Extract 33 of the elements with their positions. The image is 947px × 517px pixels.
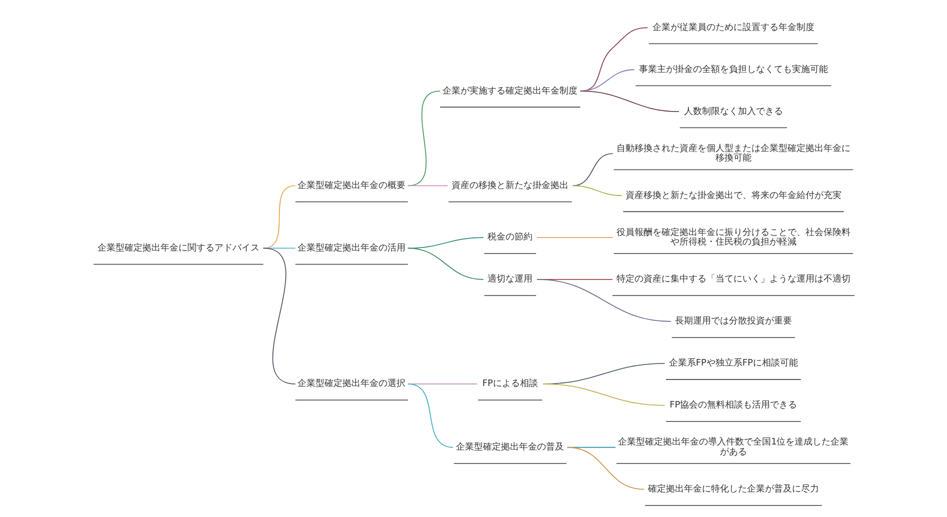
node-text: 自動移換された資産を個人型または企業型確定拠出年金に移換可能	[616, 144, 850, 164]
node-text: FP協会の無料相談も活用できる	[669, 400, 797, 411]
node-text: 適切な運用	[487, 274, 532, 285]
node-text: 特定の資産に集中する「当てにいく」ような運用は不適切	[616, 274, 850, 285]
node-text: 企業型確定拠出年金の普及	[456, 442, 564, 453]
node-text: 企業型確定拠出年金の導入件数で全国1位を達成した企業がある	[618, 438, 848, 458]
node-text: 税金の節約	[487, 232, 532, 243]
node-text: 長期運用では分散投資が重要	[674, 316, 792, 327]
node-text: 資産の移換と新たな掛金拠出	[451, 180, 568, 191]
node-text: 企業型確定拠出年金に関するアドバイス	[96, 243, 259, 254]
node-text: 企業系FPや独立系FPに相談可能	[668, 358, 798, 369]
connector	[406, 237, 484, 249]
node-text: 人数制限なく加入できる	[683, 106, 782, 117]
connector	[406, 90, 440, 186]
node-text: 資産移換と新たな掛金拠出で、将来の年金給付が充実	[624, 190, 841, 201]
node-text: 企業が従業員のために設置する年金制度	[652, 22, 814, 33]
connector	[406, 248, 484, 280]
node-text: 事業主が掛金の全額を負担しなくても実施可能	[638, 64, 828, 75]
connector	[542, 384, 665, 406]
connector	[406, 185, 448, 186]
node-text: 企業型確定拠出年金の活用	[297, 243, 406, 254]
node-text: 企業が実施する確定拠出年金制度	[442, 86, 578, 96]
node-text: 企業型確定拠出年金の概要	[297, 180, 406, 191]
connector	[536, 237, 613, 238]
node-text: 役員報酬を確定拠出年金に振り分けることで、社会保険料や所得税・住民税の負担が軽減	[616, 228, 850, 248]
connector	[579, 90, 679, 112]
node-text: FPによる相談	[482, 379, 538, 390]
connector	[572, 185, 622, 196]
connector	[536, 279, 671, 322]
node-text: 企業型確定拠出年金の選択	[297, 379, 406, 390]
connector	[572, 153, 613, 186]
connector	[406, 384, 453, 448]
node-text: 確定拠出年金に特化した企業が普及に尽力	[647, 484, 818, 495]
